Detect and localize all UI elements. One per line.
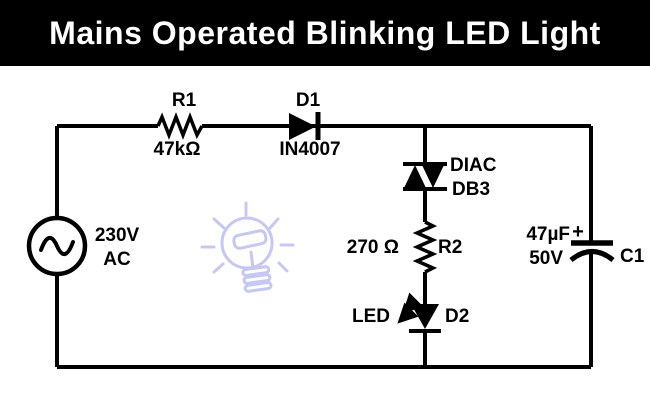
diac-name-label: DIAC bbox=[450, 155, 497, 176]
r1-ref-label: R1 bbox=[172, 90, 197, 111]
ac-source-symbol bbox=[26, 215, 88, 277]
capacitor-c1-symbol bbox=[569, 240, 615, 263]
light-bulb-watermark-icon bbox=[200, 201, 295, 293]
c1-rating-label: 50V bbox=[529, 248, 563, 269]
r2-value-label: 270 Ω bbox=[347, 237, 399, 258]
circuit-svg: 230V AC R1 47kΩ D1 IN4007 DIAC bbox=[26, 90, 645, 369]
circuit-wires bbox=[55, 124, 593, 369]
ac-voltage-label: 230V bbox=[95, 225, 140, 246]
led-emission-arrows-icon bbox=[397, 292, 424, 324]
c1-polarity-label: + bbox=[572, 221, 584, 243]
resistor-r1-symbol bbox=[156, 112, 204, 140]
ac-kind-label: AC bbox=[103, 249, 131, 270]
d1-ref-label: D1 bbox=[296, 90, 321, 111]
led-name-label: LED bbox=[352, 306, 390, 327]
r2-ref-label: R2 bbox=[438, 237, 462, 258]
r1-value-label: 47kΩ bbox=[154, 139, 201, 160]
led-d2-symbol bbox=[397, 292, 441, 333]
d1-value-label: IN4007 bbox=[279, 139, 340, 160]
title-banner: Mains Operated Blinking LED Light bbox=[0, 0, 650, 66]
c1-ref-label: C1 bbox=[620, 246, 645, 267]
diode-d1-symbol bbox=[289, 112, 321, 140]
resistor-r2-symbol bbox=[412, 220, 438, 274]
diac-value-label: DB3 bbox=[452, 179, 490, 200]
c1-value-label: 47µF bbox=[526, 224, 570, 245]
page-title: Mains Operated Blinking LED Light bbox=[49, 14, 601, 51]
circuit-diagram: 230V AC R1 47kΩ D1 IN4007 DIAC bbox=[0, 66, 650, 400]
diac-symbol bbox=[403, 162, 447, 191]
led-ref-label: D2 bbox=[445, 306, 469, 327]
